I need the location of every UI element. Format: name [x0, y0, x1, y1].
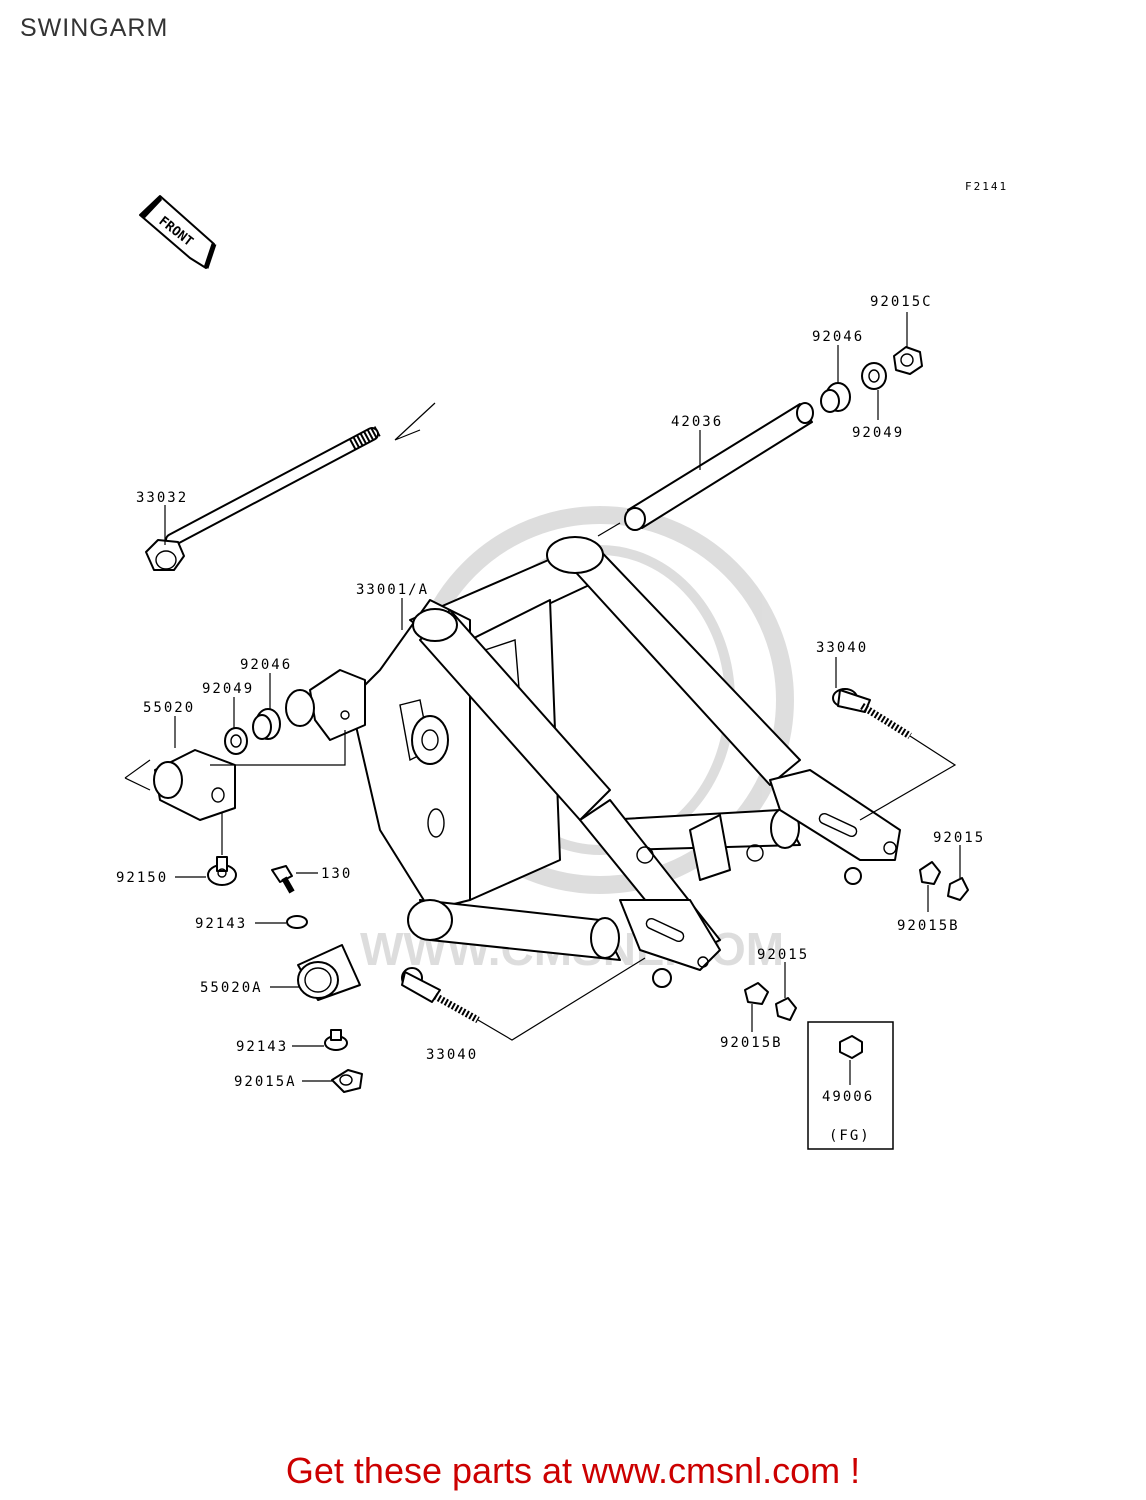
label-92015a: 92015A: [234, 1074, 297, 1090]
label-92046-left: 92046: [240, 657, 292, 673]
label-42036: 42036: [671, 414, 723, 430]
label-92049-top: 92049: [852, 425, 904, 441]
label-92143-bottom: 92143: [236, 1039, 288, 1055]
label-92015b-right: 92015B: [897, 918, 960, 934]
adjuster-33040-right: [832, 688, 912, 739]
clamp-55020: [124, 749, 236, 821]
footer-link[interactable]: Get these parts at www.cmsnl.com !: [285, 1450, 861, 1491]
nut-92015b-right: [919, 861, 941, 885]
bearing-92046-left: [252, 708, 281, 740]
label-55020a: 55020A: [200, 980, 263, 996]
label-33001a: 33001/A: [356, 582, 429, 598]
rubber-55020a: [297, 944, 361, 1001]
swingarm-33001a: [285, 536, 901, 988]
collar-42036: [597, 402, 814, 537]
label-92015-right: 92015: [933, 830, 985, 846]
seal-92049-top: [861, 362, 887, 390]
collar-92143-top: [286, 915, 308, 929]
label-92049-left: 92049: [202, 681, 254, 697]
nut-92015-bottom: [775, 997, 797, 1021]
page-title: SWINGARM: [20, 14, 169, 42]
label-33032: 33032: [136, 490, 188, 506]
nut-92015b-bottom: [744, 982, 769, 1005]
label-130: 130: [321, 866, 352, 882]
label-92143-top: 92143: [195, 916, 247, 932]
collar-92143-bottom: [324, 1029, 348, 1051]
label-92150: 92150: [116, 870, 168, 886]
figure-id: F2141: [965, 180, 1008, 193]
label-92015-bottom: 92015: [757, 947, 809, 963]
cap-49006-box: [807, 1021, 894, 1150]
label-49006: 49006: [822, 1089, 874, 1105]
bolt-92150: [207, 856, 237, 886]
bearing-92046-top: [820, 382, 851, 413]
adjuster-33040-bottom: [401, 967, 480, 1024]
part-labels: 33032 42036 92046 92015C 92049 33001/A 9…: [116, 294, 985, 1144]
pivot-shaft-33032: [145, 402, 436, 571]
seal-92049-left: [224, 727, 248, 755]
label-33040-bottom: 33040: [426, 1047, 478, 1063]
bolt-130: [271, 865, 295, 894]
label-33040-right: 33040: [816, 640, 868, 656]
nut-92015a: [331, 1069, 363, 1093]
label-fg: (FG): [829, 1128, 871, 1144]
label-92015b-bottom: 92015B: [720, 1035, 783, 1051]
nut-92015-right: [947, 877, 969, 901]
leader-lines: [164, 312, 961, 1085]
label-92046-top: 92046: [812, 329, 864, 345]
nut-92015c: [893, 346, 923, 375]
label-92015c: 92015C: [870, 294, 933, 310]
front-arrow-icon: FRONT: [139, 195, 217, 269]
label-55020: 55020: [143, 700, 195, 716]
